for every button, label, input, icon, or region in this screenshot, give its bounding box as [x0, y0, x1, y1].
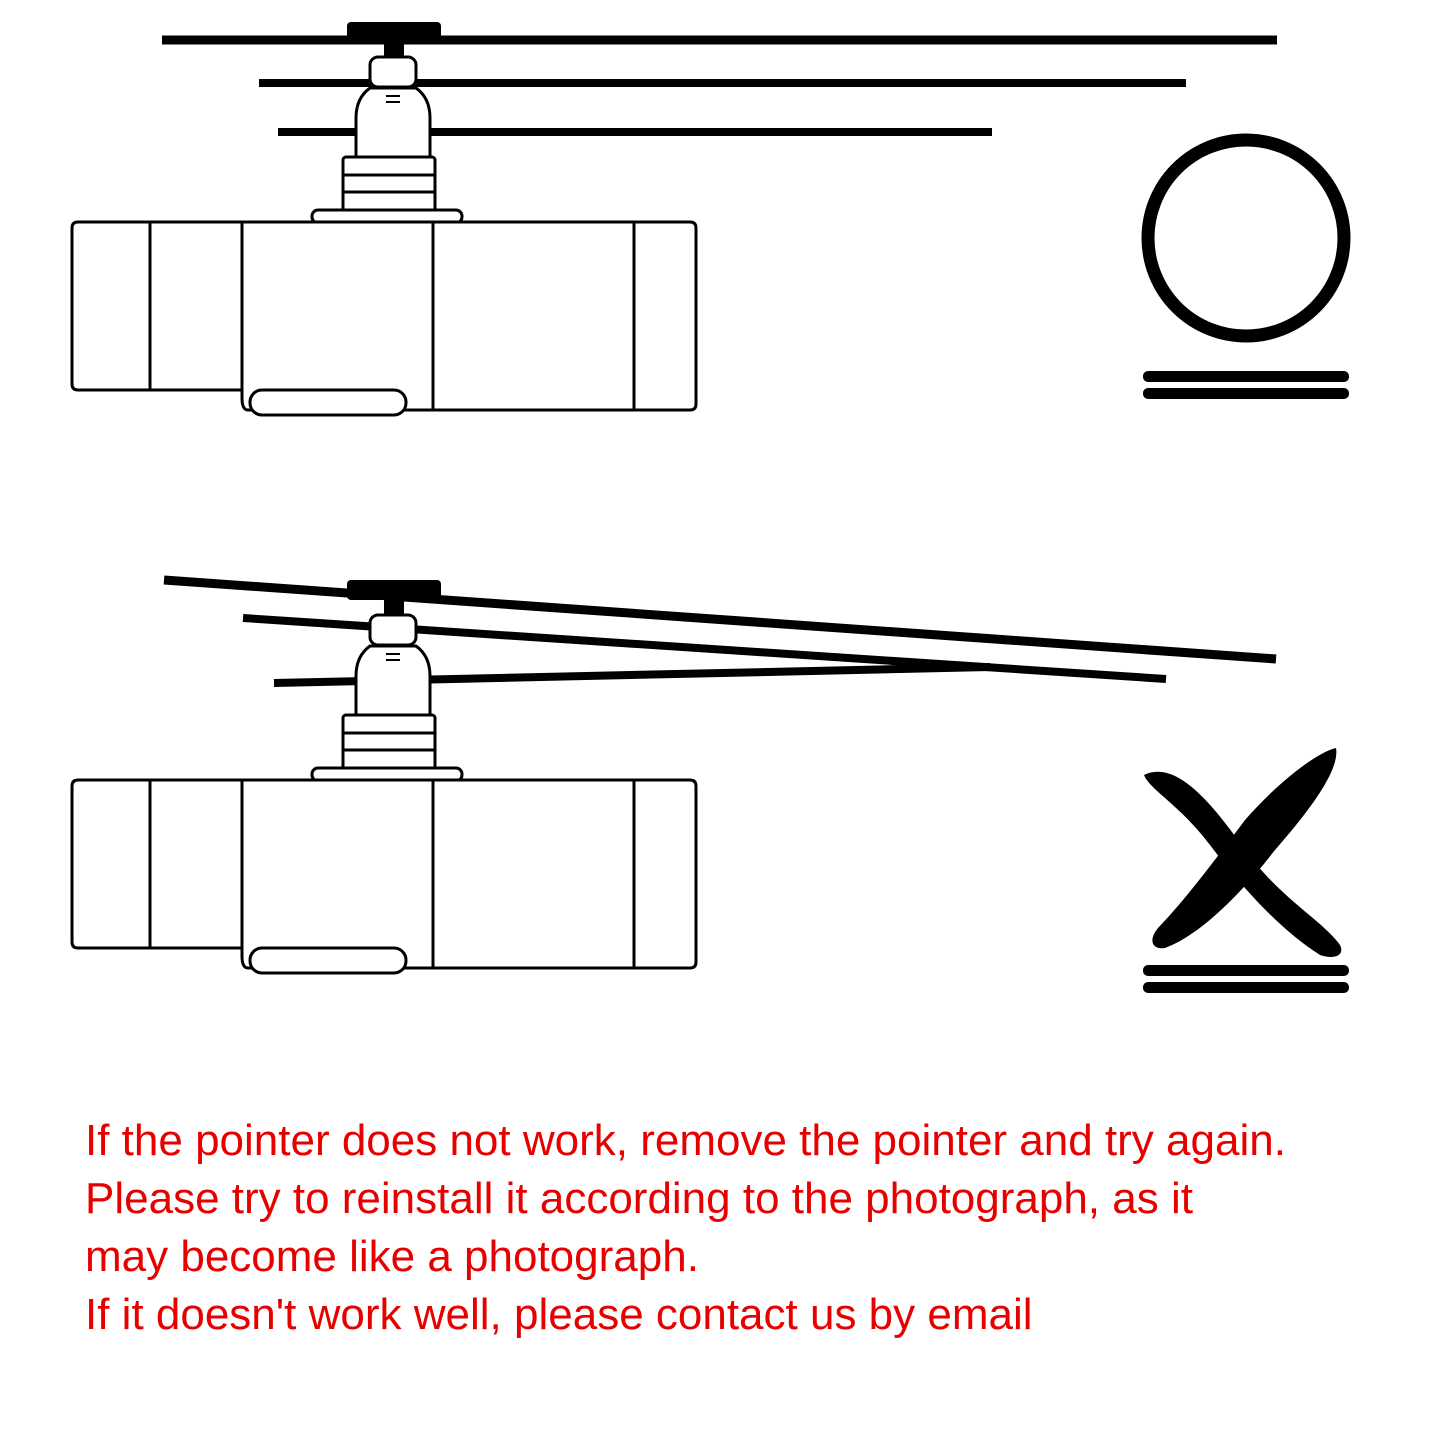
correct-installation-panel [70, 20, 1351, 417]
instruction-line-3: may become like a photograph. [85, 1232, 699, 1281]
instructions-text: If the pointer does not work, remove the… [85, 1112, 1425, 1344]
underline-mark [1143, 965, 1349, 993]
cross-mark-icon [1144, 748, 1342, 957]
instruction-line-1: If the pointer does not work, remove the… [85, 1116, 1286, 1165]
underline-mark [1143, 371, 1349, 399]
circle-mark-icon [1141, 133, 1351, 343]
incorrect-installation-panel [70, 575, 1349, 993]
instruction-line-4: If it doesn't work well, please contact … [85, 1290, 1033, 1339]
instruction-line-2: Please try to reinstall it according to … [85, 1174, 1193, 1223]
